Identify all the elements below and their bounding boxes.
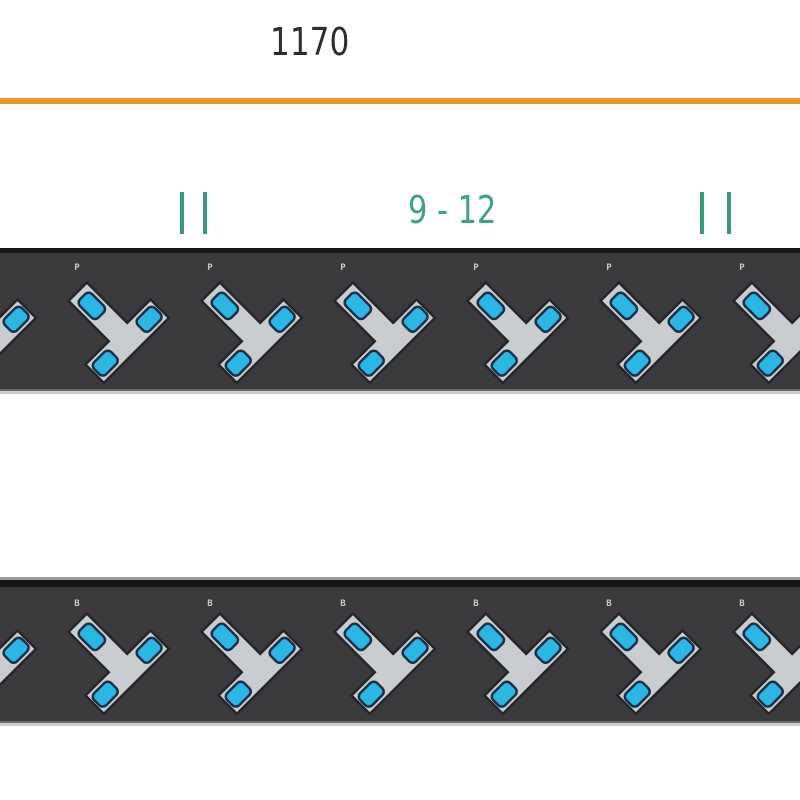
connector-port [742, 291, 772, 321]
connector-label: P [739, 263, 745, 273]
connector-body [0, 280, 38, 385]
connector-port [135, 305, 163, 333]
connector-port [357, 680, 385, 708]
connector-label: B [606, 599, 612, 609]
connector-port [534, 636, 562, 664]
connector-label: B [74, 599, 80, 609]
connector-label: B [739, 599, 745, 609]
connector-port [2, 305, 30, 333]
connector-port [77, 291, 107, 321]
connector-port [91, 680, 119, 708]
chain-link-connector [66, 611, 171, 716]
connector-port [623, 349, 651, 377]
connector-port [742, 622, 772, 652]
connector-port [2, 636, 30, 664]
connector-label: P [74, 263, 80, 273]
range-tick [180, 192, 184, 234]
connector-port [609, 622, 639, 652]
chain-link-connector [731, 611, 800, 716]
connector-port [210, 622, 240, 652]
chain-link-connector [0, 611, 38, 716]
chain-link-connector [465, 611, 570, 716]
connector-port [490, 680, 518, 708]
connector-port [91, 349, 119, 377]
connector-port [401, 305, 429, 333]
connector-label: P [340, 263, 346, 273]
connector-port [224, 680, 252, 708]
range-tick [700, 192, 704, 234]
connector-port [756, 680, 784, 708]
connector-label: P [473, 263, 479, 273]
connector-label: B [340, 599, 346, 609]
connector-port [224, 349, 252, 377]
connector-port [343, 622, 373, 652]
connector-port [77, 622, 107, 652]
connector-body [0, 611, 38, 716]
chain-link-connector [199, 280, 304, 385]
chain-link-connector [0, 280, 38, 385]
connector-port [357, 349, 385, 377]
connector-port [476, 291, 506, 321]
chain-link-connector [199, 611, 304, 716]
connector-port [343, 291, 373, 321]
connector-label: P [606, 263, 612, 273]
connector-body [731, 280, 800, 385]
connector-body [731, 611, 800, 716]
connector-port [268, 305, 296, 333]
chain-link-connector [332, 611, 437, 716]
connector-label: B [207, 599, 213, 609]
connector-port [490, 349, 518, 377]
range-tick [203, 192, 207, 234]
connector-port [401, 636, 429, 664]
chain-link-connector [598, 611, 703, 716]
dimension-label: 1170 [270, 20, 350, 64]
connector-label: B [473, 599, 479, 609]
connector-port [476, 622, 506, 652]
connector-port [667, 636, 695, 664]
dimension-line [0, 98, 800, 104]
chain-link-connector [332, 280, 437, 385]
connector-port [210, 291, 240, 321]
connector-port [268, 636, 296, 664]
connector-port [135, 636, 163, 664]
connector-port [756, 349, 784, 377]
chain-link-connector [66, 280, 171, 385]
chain-link-connector [465, 280, 570, 385]
connector-port [667, 305, 695, 333]
connector-port [534, 305, 562, 333]
chain-link-connector [598, 280, 703, 385]
connector-port [609, 291, 639, 321]
connector-port [623, 680, 651, 708]
chain-link-connector [731, 280, 800, 385]
range-tick [727, 192, 731, 234]
range-label: 9 - 12 [408, 188, 497, 232]
connector-label: P [207, 263, 213, 273]
